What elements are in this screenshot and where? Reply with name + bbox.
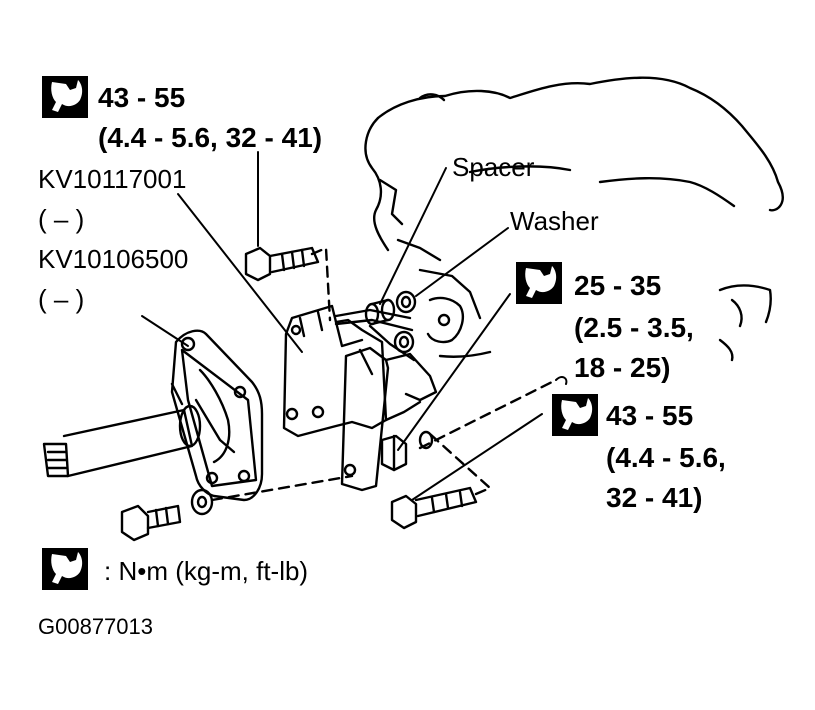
- shift-rod: [42, 404, 202, 478]
- torque-top-left-detail: (4.4 - 5.6, 32 - 41): [98, 122, 323, 153]
- alignment-lines: [210, 246, 558, 502]
- figure-code: G00877013: [38, 614, 153, 639]
- torque-top-left-value: 43 - 55: [98, 82, 186, 113]
- bolt-bottom-right: [390, 486, 478, 530]
- washers: [393, 290, 434, 450]
- bracket-plate-upper: [282, 304, 388, 438]
- torque-low-right-detail-1: (4.4 - 5.6,: [606, 442, 726, 473]
- torque-wrench-icon: [516, 262, 562, 304]
- bolt-bottom-left: [120, 488, 214, 542]
- linkage-rods: [334, 308, 416, 362]
- part-note-1: ( – ): [38, 204, 85, 234]
- legend-text: : N•m (kg-m, ft-lb): [104, 556, 309, 586]
- part-number-1: KV10117001: [38, 164, 187, 194]
- torque-mid-right-value: 25 - 35: [574, 270, 662, 301]
- torque-wrench-icon: [42, 76, 88, 118]
- torque-low-right-detail-2: 32 - 41): [606, 482, 703, 513]
- torque-mid-right-detail-1: (2.5 - 3.5,: [574, 312, 694, 343]
- bracket-plate-lower: [340, 346, 438, 492]
- spacer-label: Spacer: [452, 152, 535, 182]
- torque-wrench-icon: [42, 548, 88, 590]
- nut: [380, 434, 408, 472]
- part-number-2: KV10106500: [38, 244, 189, 274]
- torque-mid-right-detail-2: 18 - 25): [574, 352, 671, 383]
- washer-label: Washer: [510, 206, 599, 236]
- torque-wrench-icon: [552, 394, 598, 436]
- bolt-top: [244, 246, 320, 282]
- torque-low-right-value: 43 - 55: [606, 400, 694, 431]
- leader-lines: [141, 151, 568, 501]
- part-note-2: ( – ): [38, 284, 85, 314]
